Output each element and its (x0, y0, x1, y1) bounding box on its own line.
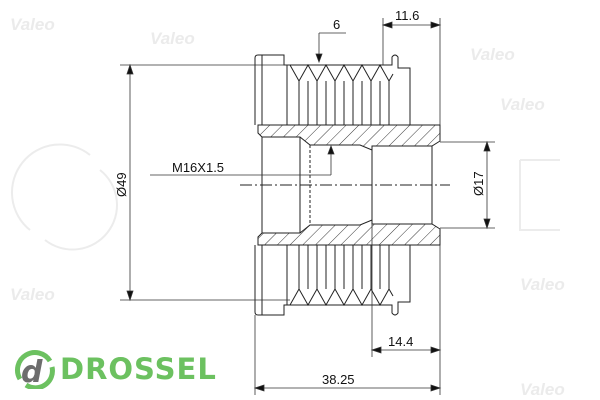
dim-bore-diameter: Ø17 (471, 171, 486, 196)
drossel-watermark (11, 143, 560, 251)
valeo-watermark: Valeo (520, 275, 565, 294)
valeo-watermark: Valeo (520, 380, 565, 399)
drossel-logo: d DROSSEL (12, 349, 217, 389)
dim-outer-diameter: Ø49 (114, 172, 129, 197)
dim-bore-length: 14.4 (388, 334, 413, 349)
valeo-watermark: Valeo (10, 285, 55, 304)
dimension-lines (120, 18, 495, 395)
valeo-watermark: Valeo (470, 45, 515, 64)
dim-overall-length: 38.25 (322, 372, 355, 387)
pulley-body (240, 54, 450, 316)
dim-hub-offset: 11.6 (395, 8, 419, 23)
drossel-logo-text: DROSSEL (60, 352, 217, 386)
svg-text:d: d (21, 355, 43, 389)
valeo-watermark: Valeo (150, 29, 195, 48)
dim-groove-pitch: 6 (333, 17, 340, 32)
dim-thread: M16X1.5 (172, 160, 224, 175)
valeo-watermark: Valeo (10, 15, 55, 34)
drossel-logo-icon: d (15, 350, 55, 389)
valeo-watermark: Valeo (500, 95, 545, 114)
